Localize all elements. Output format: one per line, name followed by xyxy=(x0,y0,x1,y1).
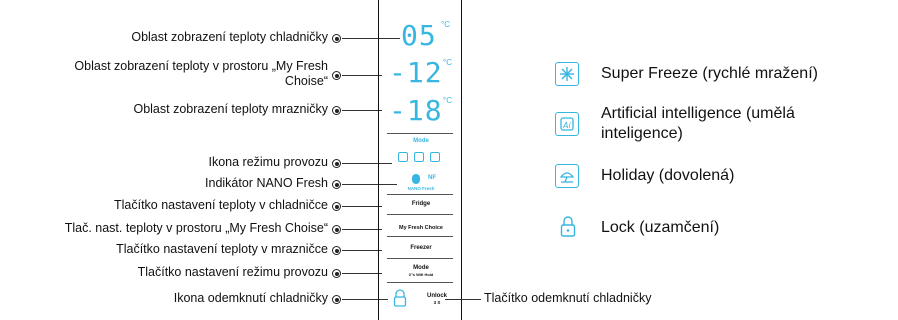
label-fridge-button: Tlačítko nastavení teploty v chladničce xyxy=(113,198,328,212)
pointer-dot xyxy=(332,246,341,255)
divider xyxy=(387,258,453,259)
mfc-temp-unit: °C xyxy=(443,58,452,67)
leader-line xyxy=(342,229,382,231)
mfc-temp-display: -12 xyxy=(389,56,443,89)
label-unlock-icon: Ikona odemknutí chladničky xyxy=(173,291,328,305)
leader-line xyxy=(342,75,382,77)
pointer-dot xyxy=(332,71,341,80)
leader-line xyxy=(342,38,400,40)
legend-holiday: Holiday (dovolená) xyxy=(601,167,735,184)
pointer-dot xyxy=(332,269,341,278)
pointer-dot xyxy=(332,295,341,304)
divider xyxy=(387,194,453,195)
fridge-temp-display: 05 xyxy=(401,19,437,52)
nano-fresh-sub: NANO Fresh xyxy=(407,186,435,191)
label-freezer-button: Tlačítko nastavení teploty v mrazničce xyxy=(116,242,328,256)
label-freezer-temp-area: Oblast zobrazení teploty mrazničky xyxy=(133,102,328,116)
divider xyxy=(387,282,453,283)
freezer-temp-display: -18 xyxy=(389,94,443,127)
divider xyxy=(387,236,453,237)
legend-lock: Lock (uzamčení) xyxy=(601,219,720,236)
pointer-dot xyxy=(332,159,341,168)
snowflake-icon xyxy=(398,152,408,162)
mfc-button[interactable]: My Fresh Choice xyxy=(398,225,443,231)
nano-fresh-main: NF xyxy=(428,175,436,181)
ai-icon xyxy=(414,152,424,162)
label-mfc-button: Tlač. nast. teploty v prostoru „My Fresh… xyxy=(64,221,328,235)
leader-line xyxy=(342,250,382,252)
label-mode-button: Tlačítko nastavení režimu provozu xyxy=(137,265,328,279)
leader-line xyxy=(342,273,382,275)
holiday-icon xyxy=(430,152,440,162)
label-fridge-temp-area: Oblast zobrazení teploty chladničky xyxy=(131,30,328,44)
leader-line xyxy=(342,110,382,112)
fridge-temp-unit: °C xyxy=(441,20,450,29)
mode-button[interactable]: Mode xyxy=(413,265,429,271)
leader-line xyxy=(342,206,382,208)
legend-artificial-intelligence: Artificial intelligence (umělá inteligen… xyxy=(601,105,795,142)
pointer-dot xyxy=(332,202,341,211)
pointer-dot xyxy=(332,180,341,189)
label-mfc-temp-area: Oblast zobrazení teploty v prostoru „My … xyxy=(74,59,328,88)
svg-text:Ai: Ai xyxy=(562,121,571,130)
unlock-lock-icon xyxy=(393,289,407,307)
pointer-dot xyxy=(332,34,341,43)
mode-caption: Mode xyxy=(413,138,429,144)
leader-line xyxy=(342,163,392,165)
leader-line xyxy=(342,299,388,301)
holiday-icon xyxy=(555,164,579,188)
freezer-temp-unit: °C xyxy=(443,96,452,105)
divider xyxy=(387,214,453,215)
pointer-dot xyxy=(332,106,341,115)
lock-icon xyxy=(560,215,576,237)
snowflake-icon xyxy=(555,62,579,86)
unlock-button-sub: 3 S xyxy=(433,300,441,305)
label-unlock-button: Tlačítko odemknutí chladničky xyxy=(484,291,652,305)
legend-super-freeze: Super Freeze (rychlé mražení) xyxy=(601,65,818,82)
label-mode-icon: Ikona režimu provozu xyxy=(208,155,328,169)
unlock-button[interactable]: Unlock xyxy=(426,293,447,299)
fridge-button[interactable]: Fridge xyxy=(411,201,431,207)
divider xyxy=(387,133,453,134)
label-nano-fresh: Indikátor NANO Fresh xyxy=(205,176,328,190)
nano-fresh-icon xyxy=(412,174,420,184)
control-panel: 05 °C -12 °C -18 °C Mode NF NANO Fresh F… xyxy=(378,0,462,320)
leader-line xyxy=(445,299,481,301)
mode-button-sub: 3"s Wifi Hold xyxy=(408,272,434,277)
ai-icon: Ai xyxy=(555,112,579,136)
leader-line xyxy=(342,184,397,186)
freezer-button[interactable]: Freezer xyxy=(410,245,432,251)
pointer-dot xyxy=(332,225,341,234)
